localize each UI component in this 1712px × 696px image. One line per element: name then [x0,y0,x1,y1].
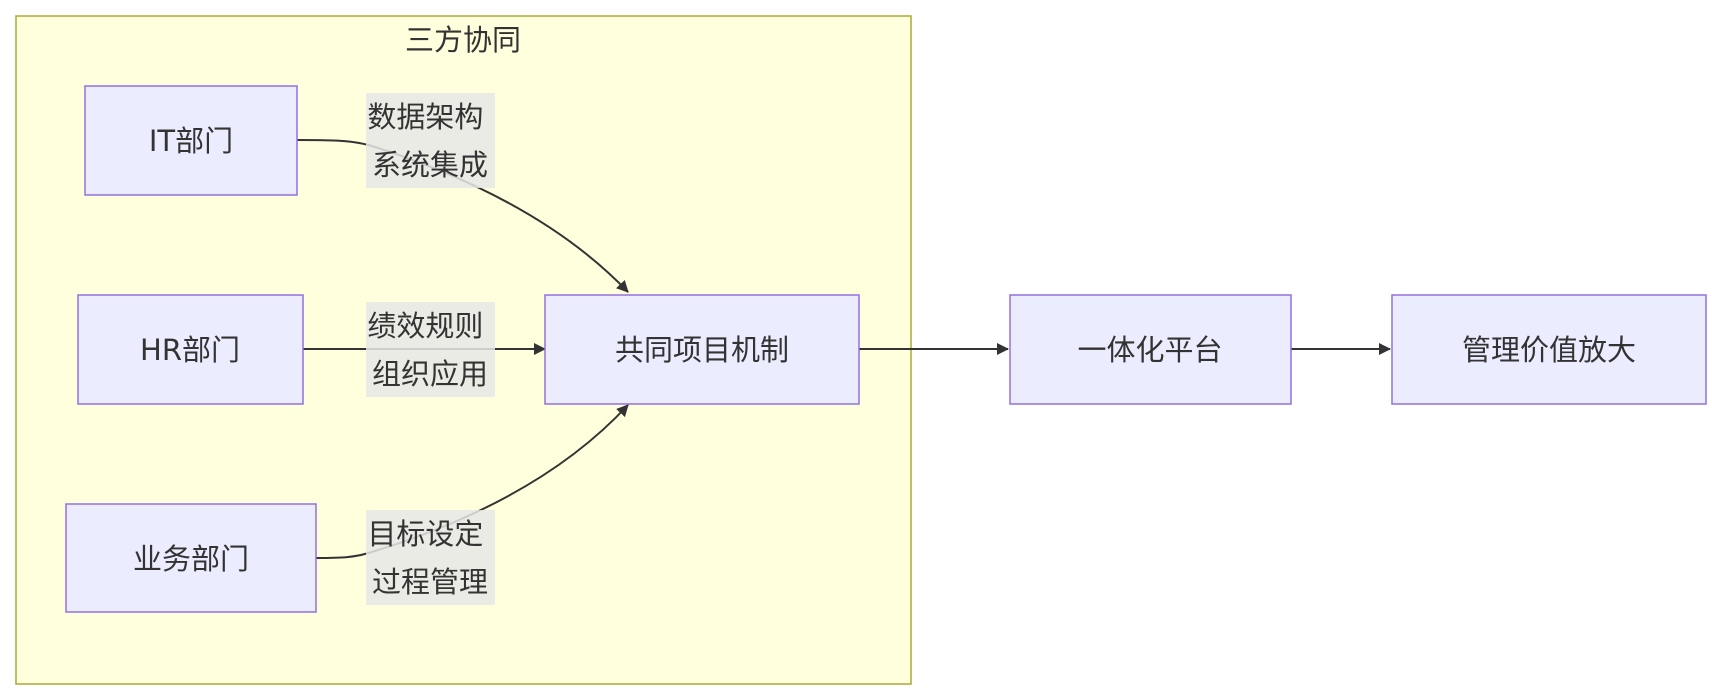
node-integrated-platform-label: 一体化平台 [1077,333,1222,367]
node-management-value[interactable]: 管理价值放大 [1391,294,1707,405]
node-management-value-label: 管理价值放大 [1462,333,1636,367]
edge-label-hr-line-1: 绩效规则 [367,309,483,343]
node-hr-department[interactable]: HR部门 [77,294,304,405]
edge-label-business-line-2: 过程管理 [372,565,488,599]
node-business-department-label: 业务部门 [133,542,249,576]
node-business-department[interactable]: 业务部门 [65,503,317,613]
node-hr-department-label: HR部门 [140,333,240,367]
svg-text:目标设定 过程管理: 目标设定 过程管理 [367,517,492,599]
svg-text:数据架构 系统集成: 数据架构 系统集成 [367,100,492,182]
edge-label-it-line-1: 数据架构 [367,100,483,134]
node-integrated-platform[interactable]: 一体化平台 [1009,294,1292,405]
node-joint-project-mechanism-label: 共同项目机制 [615,333,789,367]
edge-label-hr: 绩效规则 组织应用 [366,302,495,397]
edge-label-hr-line-2: 组织应用 [372,357,488,391]
node-it-department[interactable]: IT部门 [84,85,298,196]
edge-label-it: 数据架构 系统集成 [366,93,495,188]
cluster-title: 三方协同 [405,23,521,57]
edge-label-business-line-1: 目标设定 [367,517,483,551]
edge-label-business: 目标设定 过程管理 [366,510,495,605]
svg-text:绩效规则 组织应用: 绩效规则 组织应用 [367,309,492,391]
edge-label-it-line-2: 系统集成 [372,148,488,182]
node-it-department-label: IT部门 [149,124,233,158]
node-joint-project-mechanism[interactable]: 共同项目机制 [544,294,860,405]
